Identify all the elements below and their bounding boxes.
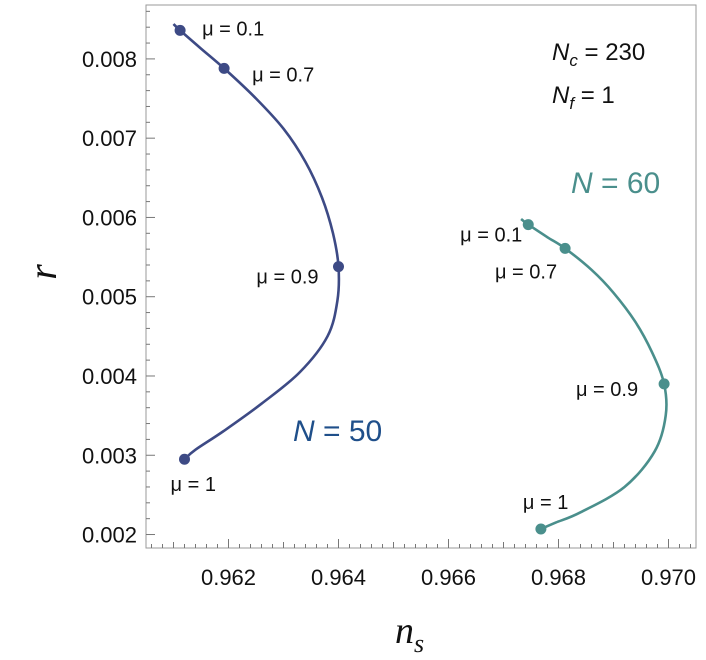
y-tick-label: 0.003 bbox=[82, 443, 137, 468]
data-point bbox=[658, 378, 670, 390]
y-tick-label: 0.004 bbox=[82, 364, 137, 389]
point-label: μ = 1 bbox=[171, 474, 216, 496]
series-layer: μ = 0.1μ = 0.7μ = 0.9μ = 1N = 50μ = 0.1μ… bbox=[171, 18, 670, 535]
data-point bbox=[333, 261, 344, 273]
x-tick-label: 0.970 bbox=[641, 565, 696, 590]
data-point bbox=[522, 219, 534, 231]
series-n50: μ = 0.1 μ = 0.7 μ = 0.9 μ = 1 N = 50 bbox=[171, 18, 383, 496]
data-point bbox=[535, 523, 547, 535]
series-n60: μ = 0.1 μ = 0.7 μ = 0.9 μ = 1 N = 60 bbox=[460, 167, 670, 535]
nf-annotation: Nf = 1 bbox=[552, 82, 615, 113]
x-axis-ticks: 0.962 0.964 0.966 0.968 0.970 bbox=[151, 539, 696, 590]
y-axis-title: r bbox=[20, 264, 65, 280]
data-point bbox=[174, 24, 186, 36]
point-label: μ = 0.7 bbox=[252, 64, 314, 86]
y-tick-label: 0.008 bbox=[82, 47, 137, 72]
point-label: μ = 1 bbox=[523, 492, 568, 514]
data-point bbox=[559, 242, 571, 254]
point-label: μ = 0.9 bbox=[576, 379, 638, 401]
y-tick-label: 0.007 bbox=[82, 126, 137, 151]
nc-annotation: Nc = 230 bbox=[552, 39, 645, 70]
x-axis-title: ns bbox=[395, 610, 424, 658]
series-label: N = 60 bbox=[571, 167, 660, 200]
x-tick-label: 0.962 bbox=[201, 565, 256, 590]
y-tick-label: 0.006 bbox=[82, 205, 137, 230]
series-line bbox=[520, 218, 668, 531]
point-label: μ = 0.1 bbox=[202, 18, 264, 40]
y-axis-ticks: 0.002 0.003 0.004 0.005 0.006 0.007 0.008 bbox=[82, 10, 155, 548]
plot-frame bbox=[145, 4, 697, 549]
point-label: μ = 0.1 bbox=[460, 225, 522, 247]
series-label: N = 50 bbox=[293, 415, 382, 448]
point-label: μ = 0.7 bbox=[495, 261, 557, 283]
data-point bbox=[218, 62, 230, 74]
x-tick-label: 0.966 bbox=[421, 565, 476, 590]
x-tick-label: 0.968 bbox=[531, 565, 586, 590]
y-tick-label: 0.005 bbox=[82, 285, 137, 310]
point-label: μ = 0.9 bbox=[256, 267, 318, 289]
y-tick-label: 0.002 bbox=[82, 523, 137, 548]
series-line bbox=[172, 23, 341, 461]
x-tick-label: 0.964 bbox=[311, 565, 366, 590]
data-point bbox=[179, 453, 190, 465]
